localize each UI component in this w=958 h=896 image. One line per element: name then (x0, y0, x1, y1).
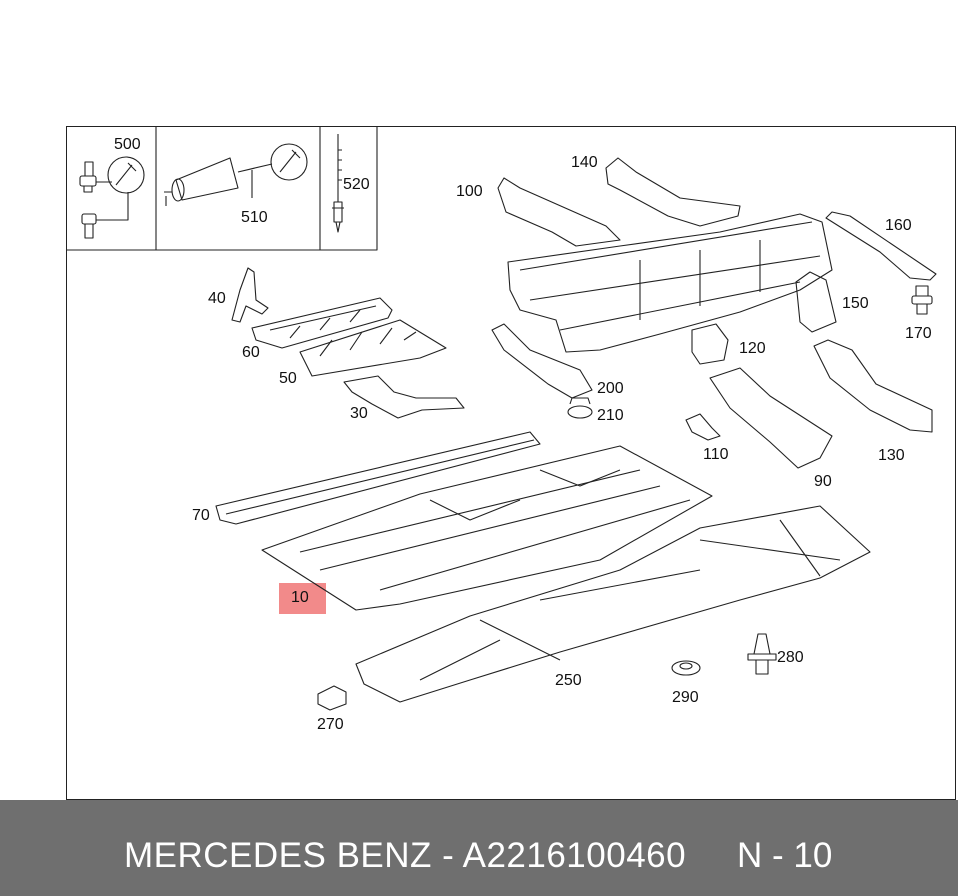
legend-label-500: 500 (114, 136, 141, 153)
highlight-part-10 (279, 583, 326, 614)
parts-diagram-frame (66, 126, 956, 800)
part-60 (251, 297, 393, 349)
callout-60: 60 (242, 344, 260, 361)
callout-10: 10 (291, 589, 309, 606)
callout-140: 140 (571, 154, 598, 171)
legend-label-520: 520 (343, 176, 370, 193)
part-40 (231, 267, 269, 323)
callout-130: 130 (878, 447, 905, 464)
part-120 (691, 323, 729, 365)
part-130 (813, 339, 933, 433)
callout-90: 90 (814, 473, 832, 490)
part-70 (215, 431, 541, 525)
footer-bar (0, 800, 958, 896)
part-170-bolt (911, 285, 933, 315)
part-200 (491, 323, 593, 399)
sealant-tube-icon-510 (164, 143, 308, 206)
callout-210: 210 (597, 407, 624, 424)
part-10-floor-pan (261, 445, 713, 611)
callout-110: 110 (703, 446, 729, 463)
callout-70: 70 (192, 507, 210, 524)
callout-290: 290 (672, 689, 699, 706)
part-50 (299, 319, 447, 377)
callout-200: 200 (597, 380, 624, 397)
parts-drawing (66, 126, 937, 711)
callout-270: 270 (317, 716, 344, 733)
part-100 (497, 177, 621, 247)
callout-30: 30 (350, 405, 368, 422)
callout-50: 50 (279, 370, 297, 387)
part-30 (343, 375, 465, 419)
footer-reference: N - 10 (737, 836, 833, 875)
part-firewall-crossmember (507, 213, 833, 353)
part-110 (685, 413, 721, 441)
bolt-icon-500 (79, 156, 145, 239)
part-160 (825, 211, 937, 281)
callout-170: 170 (905, 325, 932, 342)
footer-title: MERCEDES BENZ - A2216100460 (124, 836, 687, 875)
part-140 (605, 157, 741, 227)
callout-100: 100 (456, 183, 483, 200)
legend-box (66, 126, 378, 251)
callout-150: 150 (842, 295, 869, 312)
callout-120: 120 (739, 340, 766, 357)
callout-250: 250 (555, 672, 582, 689)
callout-160: 160 (885, 217, 912, 234)
callout-280: 280 (777, 649, 804, 666)
part-270-clip (317, 685, 347, 711)
callout-40: 40 (208, 290, 226, 307)
part-150 (795, 271, 837, 333)
part-90 (709, 367, 833, 469)
part-290-nut (671, 660, 701, 676)
legend-label-510: 510 (241, 209, 268, 226)
part-280-push-pin (747, 633, 777, 675)
part-250-underbody-panel (355, 505, 871, 703)
rivet-icon-520 (332, 134, 344, 233)
part-210 (567, 397, 593, 419)
